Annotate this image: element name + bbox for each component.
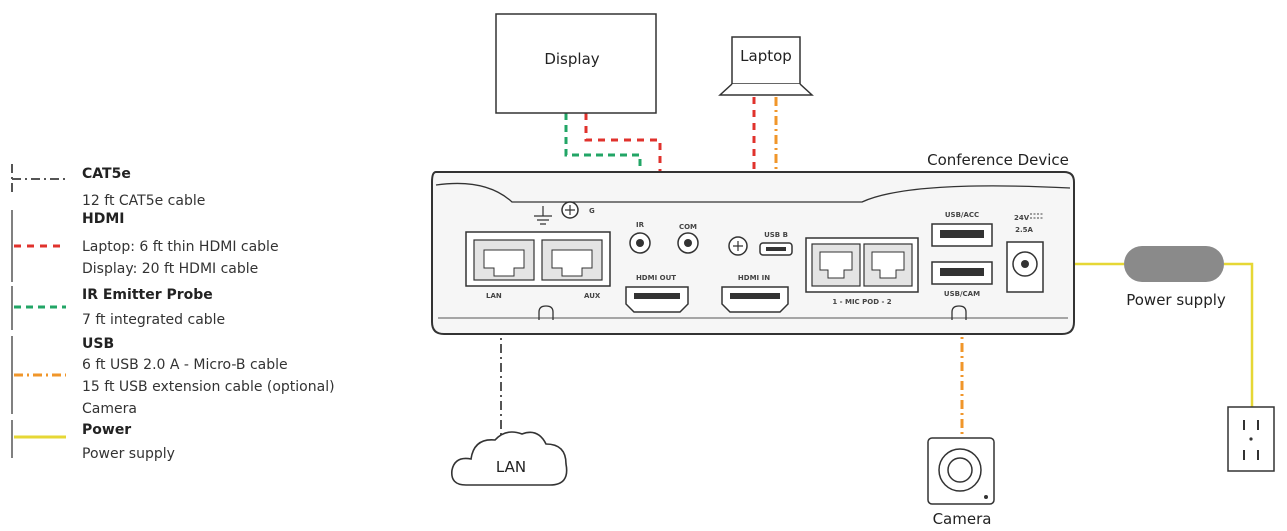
aux-port-socket (551, 249, 593, 277)
com-jack-label: COM (679, 223, 697, 231)
wall-outlet (1227, 406, 1275, 472)
conference-device: Conference Device G LAN AUX IR (431, 151, 1075, 335)
cloud-icon (450, 431, 568, 486)
usb-a-ports: USB/ACC USB/CAM (931, 211, 993, 298)
legend-item-hdmi: HDMI Laptop: 6 ft thin HDMI cable Displa… (11, 210, 279, 282)
hdmi-in-label: HDMI IN (738, 274, 770, 282)
display-label: Display (544, 50, 599, 68)
outlet-ground-icon (1249, 437, 1253, 441)
usb-acc-label: USB/ACC (945, 211, 979, 219)
hdmi-out-label: HDMI OUT (636, 274, 676, 282)
laptop-base (718, 83, 814, 96)
cable-power (1075, 262, 1254, 407)
hdmi-out-port[interactable] (625, 286, 689, 313)
legend-desc-hdmi-2: Display: 20 ft HDMI cable (82, 261, 258, 277)
usb-acc-port-slot (940, 230, 984, 238)
camera-led (984, 495, 988, 499)
power-rating-current: 2.5A (1015, 226, 1033, 234)
legend-desc-cat5e-1: 12 ft CAT5e cable (82, 193, 205, 209)
legend-title-usb: USB (82, 336, 114, 352)
legend-item-ir: IR Emitter Probe 7 ft integrated cable (11, 286, 225, 330)
legend-title-power: Power (82, 422, 131, 438)
legend-desc-usb-1: 6 ft USB 2.0 A - Micro-B cable (82, 357, 288, 373)
lan-label: LAN (496, 458, 526, 476)
com-jack-hole (684, 239, 692, 247)
ground-icon (534, 206, 552, 225)
legend-title-hdmi: HDMI (82, 211, 124, 227)
hdmi-ports: HDMI OUT HDMI IN (625, 236, 789, 313)
display: Display (495, 13, 657, 114)
hdmi-in-pins (730, 293, 780, 299)
legend-item-usb: USB 6 ft USB 2.0 A - Micro-B cable 15 ft… (11, 336, 335, 417)
laptop-label: Laptop (740, 47, 792, 65)
ground-screw-cross-icon (565, 205, 575, 215)
display-screen (495, 13, 657, 114)
laptop-screen (731, 36, 801, 85)
lan-port-socket (483, 249, 525, 277)
usb-b-label: USB B (764, 231, 788, 239)
mic-pod-socket-2 (871, 251, 905, 279)
camera: Camera (927, 437, 995, 528)
power-supply-label: Power supply (1126, 291, 1226, 309)
camera-lens-icon (947, 457, 973, 483)
legend-item-power: Power Power supply (11, 420, 175, 462)
ir-jack-hole (636, 239, 644, 247)
power-jack-group: 24V 2.5A (1006, 213, 1044, 293)
lan-cloud: LAN (450, 431, 568, 486)
camera-label: Camera (933, 510, 992, 528)
legend-desc-usb-2: 15 ft USB extension cable (optional) (82, 379, 335, 395)
lan-port-label: LAN (486, 292, 502, 300)
power-jack-pin (1021, 260, 1029, 268)
mount-screw-cross-icon (733, 241, 743, 251)
power-rating-voltage: 24V (1014, 214, 1030, 222)
ir-com-jacks: IR COM (629, 221, 699, 254)
power-supply-brick (1124, 246, 1224, 282)
legend-desc-power-1: Power supply (82, 446, 175, 462)
cable-clip-left (538, 305, 554, 320)
device-top-bevel (435, 182, 1071, 203)
legend-title-ir: IR Emitter Probe (82, 287, 213, 303)
outlet-slots-icon (1243, 420, 1259, 460)
legend-item-cat5e: CAT5e 12 ft CAT5e cable (11, 164, 205, 209)
mic-pod-socket-1 (819, 251, 853, 279)
legend: CAT5e 12 ft CAT5e cable HDMI Laptop: 6 f… (11, 164, 335, 462)
dc-symbol-icon (1030, 213, 1044, 219)
power-supply: Power supply (1124, 246, 1226, 309)
hdmi-out-pins (634, 293, 680, 299)
legend-title-cat5e: CAT5e (82, 166, 131, 182)
usb-cam-port-slot (940, 268, 984, 276)
cable-clip-right (951, 305, 967, 320)
device-label: Conference Device (927, 151, 1069, 169)
aux-port-label: AUX (584, 292, 601, 300)
ground-screw: G (534, 201, 595, 225)
hdmi-in-port[interactable] (721, 286, 789, 313)
ir-jack-label: IR (636, 221, 645, 229)
mic-pod-label: 1 - MIC POD - 2 (832, 298, 891, 306)
usb-b-port-slot (766, 247, 786, 251)
device-body (431, 171, 1075, 335)
usb-b-port-group: USB B (759, 231, 793, 256)
laptop: Laptop (718, 36, 814, 96)
legend-desc-usb-3: Camera (82, 401, 137, 417)
lan-aux-ports: LAN AUX (465, 231, 611, 300)
usb-cam-label: USB/CAM (944, 290, 980, 298)
legend-desc-ir-1: 7 ft integrated cable (82, 312, 225, 328)
mic-pod-ports: 1 - MIC POD - 2 (805, 237, 919, 306)
legend-bracket-cat5e (11, 164, 66, 194)
outlet-plate (1227, 406, 1275, 472)
ground-label: G (589, 207, 595, 215)
legend-desc-hdmi-1: Laptop: 6 ft thin HDMI cable (82, 239, 279, 255)
